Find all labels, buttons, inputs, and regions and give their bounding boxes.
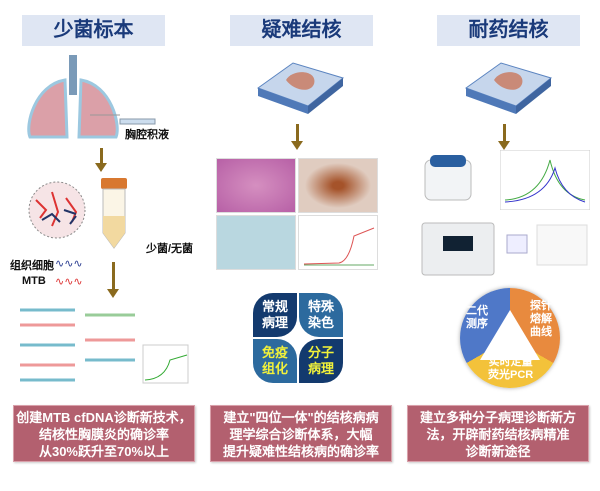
arrow-down xyxy=(291,124,303,150)
lungs-illustration xyxy=(27,55,119,139)
arrow-down xyxy=(498,124,510,150)
header-difficult-tb: 疑难结核 xyxy=(230,15,373,46)
tissue-slide-scanner xyxy=(256,62,345,114)
sequencing-workflow-diagram xyxy=(506,224,588,266)
blue-dna-icon: ∿∿∿ xyxy=(55,258,83,270)
pcr-instrument xyxy=(424,155,472,201)
method-realtime-pcr: 实时定量荧光PCR xyxy=(488,356,534,381)
center-triangle xyxy=(480,310,540,360)
red-dna-icon: ∿∿∿ xyxy=(55,276,83,288)
label-tissue-cells: 组织细胞 xyxy=(10,260,54,272)
arrow-down xyxy=(107,262,119,298)
summary-drug-resistant-tb: 建立多种分子病理诊断新方法，开辟耐药结核病精准诊断新途径 xyxy=(407,405,589,462)
method-probe-melting-curve: 探针熔解曲线 xyxy=(530,300,552,338)
arrow-down xyxy=(95,148,107,172)
quadrant-molecular-pathology: 分子病理 xyxy=(299,339,343,383)
summary-difficult-tb: 建立"四位一体"的结核病病理学综合诊断体系，大幅提升疑难性结核病的确诊率 xyxy=(210,405,392,462)
label-mtb: MTB xyxy=(22,275,46,287)
pcr-curve-image xyxy=(298,215,378,270)
label-few-bacteria: 少菌/无菌 xyxy=(146,243,194,255)
immunostain-image xyxy=(298,158,378,213)
summary-few-bacteria: 创建MTB cfDNA诊断新技术，结核性胸膜炎的确诊率从30%跃升至70%以上 xyxy=(13,405,195,462)
sequencing-workflow-diagram xyxy=(20,308,189,384)
header-drug-resistant-tb: 耐药结核 xyxy=(437,15,580,46)
quadrant-immunohistochemistry: 免疫组化 xyxy=(253,339,297,383)
sequencer-instrument xyxy=(421,222,495,276)
header-few-bacteria-specimen: 少菌标本 xyxy=(22,15,165,46)
quadrant-special-staining: 特殊染色 xyxy=(299,293,343,337)
sample-tube xyxy=(101,178,127,249)
acid-fast-stain-image xyxy=(216,215,296,270)
label-pleural-effusion: 胸腔积液 xyxy=(125,129,169,141)
tissue-slide-scanner xyxy=(464,62,553,114)
syringe-icon xyxy=(90,114,156,125)
he-stain-image xyxy=(216,158,296,213)
dna-magnified-circle xyxy=(28,181,86,239)
quadrant-routine-pathology: 常规病理 xyxy=(253,293,297,337)
melting-curve-chart xyxy=(500,150,590,210)
method-ngs: 二代测序 xyxy=(466,305,488,330)
